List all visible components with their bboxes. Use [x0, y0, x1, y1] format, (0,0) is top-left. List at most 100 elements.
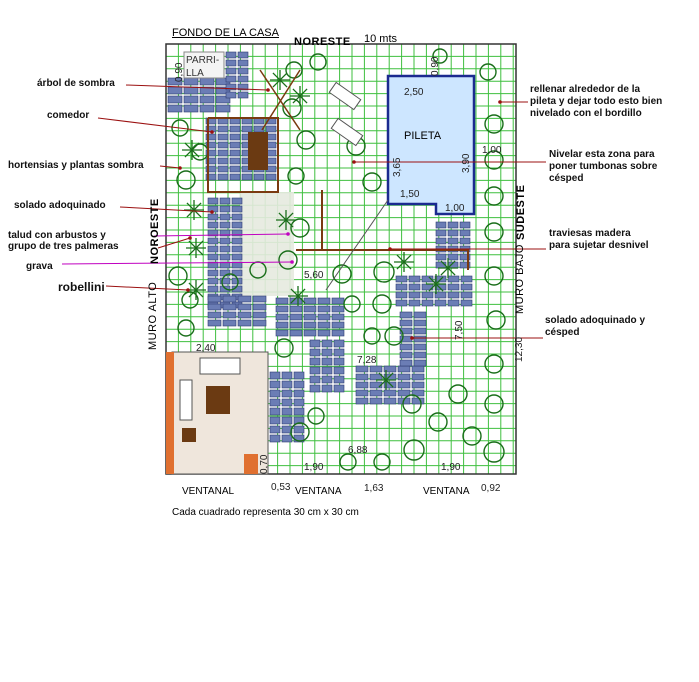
annotation-solado-cesped-1: solado adoquinado y — [545, 315, 646, 326]
paver — [413, 343, 427, 351]
armchair — [179, 379, 193, 421]
paver — [225, 91, 237, 99]
paver — [207, 285, 219, 293]
west-wall-label: NOROESTE — [149, 198, 161, 264]
paver — [460, 291, 473, 299]
leader-tip — [178, 166, 182, 170]
paver — [207, 221, 219, 229]
leader-line — [119, 206, 213, 213]
scale-footer: Cada cuadrado representa 30 cm x 30 cm — [172, 507, 359, 518]
annotation-talud-2: grupo de tres palmeras — [8, 241, 119, 252]
paver — [269, 434, 281, 443]
paver — [397, 389, 411, 397]
paver — [222, 303, 237, 311]
paver — [369, 397, 383, 405]
paver — [231, 213, 243, 221]
paver — [411, 389, 425, 397]
paver — [408, 275, 421, 283]
paver — [369, 365, 383, 373]
leader-line — [97, 117, 213, 133]
paver — [205, 149, 217, 157]
leader-line — [153, 233, 289, 237]
paver — [207, 303, 222, 311]
leader-tip — [498, 100, 502, 104]
paver — [219, 237, 231, 245]
paver — [383, 397, 397, 405]
leader-line — [125, 84, 269, 91]
paver — [215, 104, 231, 113]
paver — [207, 295, 222, 303]
shrub — [287, 167, 305, 185]
paver — [207, 253, 219, 261]
paver — [237, 83, 249, 91]
paver — [321, 384, 333, 393]
palm-frond — [440, 260, 456, 276]
paver — [460, 299, 473, 307]
paver — [411, 397, 425, 405]
shrub — [290, 218, 310, 238]
paver — [167, 104, 183, 113]
paver — [397, 365, 411, 373]
paver — [331, 313, 345, 321]
paver — [207, 311, 222, 319]
annotation-talud-1: talud con arbustos y — [8, 230, 106, 241]
paver — [207, 319, 222, 327]
paver — [413, 335, 427, 343]
paver — [253, 173, 265, 181]
paver — [395, 275, 408, 283]
plan-border — [165, 43, 517, 475]
paver — [408, 291, 421, 299]
paver — [269, 407, 281, 416]
paver — [217, 157, 229, 165]
fixed-elements — [166, 51, 476, 475]
leader-line — [159, 165, 181, 169]
paver — [395, 291, 408, 299]
paver — [434, 291, 447, 299]
palm — [186, 238, 206, 258]
annotation-rellenar-1: rellenar alrededor de la — [530, 84, 641, 95]
paver — [219, 221, 231, 229]
shrub — [362, 172, 382, 192]
paver — [399, 351, 413, 359]
paver — [231, 229, 243, 237]
dim-560: 5,60 — [304, 270, 324, 281]
paver — [303, 305, 317, 313]
paver — [205, 173, 217, 181]
paver — [231, 253, 243, 261]
paver — [229, 165, 241, 173]
annotation-grava: grava — [26, 261, 53, 272]
paver — [167, 95, 183, 104]
east-wall-label: SUDESTE — [515, 184, 527, 240]
annotation-rellenar-2: pileta y dejar todo esto bien — [530, 96, 663, 107]
paver — [369, 381, 383, 389]
paving-block — [395, 275, 473, 307]
paving-areas — [167, 51, 473, 443]
annotation-comedor: comedor — [47, 110, 90, 121]
shrub — [290, 422, 310, 442]
paver — [309, 375, 321, 384]
leader-tip — [188, 236, 192, 240]
paver — [460, 283, 473, 291]
paver — [222, 311, 237, 319]
paver — [293, 416, 305, 425]
palm-frond — [278, 212, 294, 228]
annotation-solado: solado adoquinado — [14, 200, 106, 211]
sofa — [199, 357, 241, 375]
paver — [275, 321, 289, 329]
shrub — [177, 319, 195, 337]
west-low-wall-label: MURO ALTO — [147, 281, 159, 350]
paver — [229, 133, 241, 141]
paver — [321, 366, 333, 375]
lounger — [328, 81, 362, 111]
paver — [237, 91, 249, 99]
paver — [229, 125, 241, 133]
shrub — [221, 273, 239, 291]
dim-090-left: 0,90 — [174, 62, 185, 82]
paver — [447, 299, 460, 307]
paver — [237, 303, 252, 311]
annotation-nivelar-3: césped — [549, 173, 584, 184]
paver — [321, 375, 333, 384]
lounger — [330, 117, 364, 147]
annotation-rellenar-3: nivelado con el bordillo — [530, 108, 642, 119]
